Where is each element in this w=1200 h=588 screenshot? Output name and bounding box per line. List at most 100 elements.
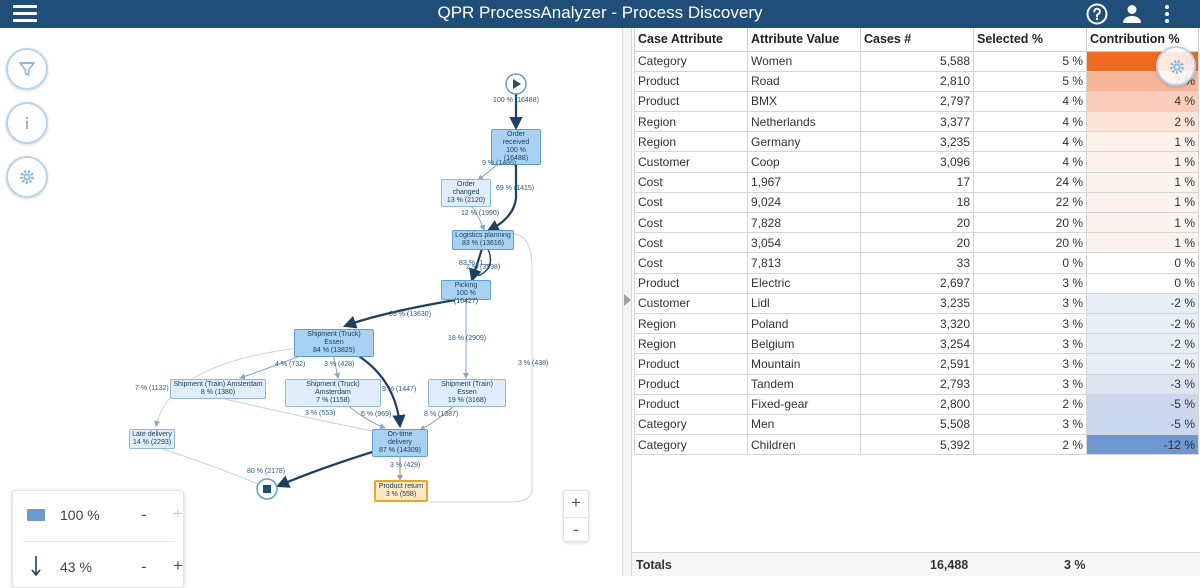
column-header-cases[interactable]: Cases # [860,28,974,52]
cell-attribute-value: Children [747,434,861,456]
cell-attribute-value: Tandem [747,373,861,395]
cell-attribute-value: Poland [747,312,861,335]
edge-label: 8 % (1387) [424,411,459,418]
cell-contribution: -5 % [1086,393,1199,415]
process-map-panel: Order received 100 % (16488) Order chang… [0,28,622,588]
cell-contribution: -2 % [1086,312,1199,335]
cell-selected: 3 % [973,292,1087,314]
totals-cases: 16,488 [930,558,969,572]
activities-decrease-button[interactable]: - [141,505,147,524]
cell-attribute-value: 7,828 [747,211,861,234]
menu-icon[interactable] [13,5,37,23]
zoom-out-button[interactable]: - [564,517,588,543]
cell-contribution: 1 % [1086,171,1199,193]
node-shipment-train-essen[interactable]: Shipment (Train) Essen 19 % (3168) [428,379,506,407]
edge-label: 80 % (2178) [247,468,286,475]
cell-case-attribute: Region [634,111,748,133]
column-header-attribute-value[interactable]: Attribute Value [747,28,861,52]
node-shipment-truck-amsterdam[interactable]: Shipment (Truck) Amsterdam 7 % (1158) [285,379,381,407]
cell-cases: 20 [860,232,974,254]
cell-attribute-value: Men [747,413,861,436]
flows-decrease-button[interactable]: - [141,557,147,576]
app-title: QPR ProcessAnalyzer - Process Discovery [437,3,763,22]
cell-contribution: 1 % [1086,151,1199,173]
cell-selected: 5 % [973,70,1087,92]
edge-label: 3 % (553) [305,410,336,417]
node-order-changed[interactable]: Order changed 13 % (2120) [441,179,491,207]
cell-cases: 2,800 [860,393,974,415]
panel-splitter[interactable] [622,28,632,576]
map-settings-button[interactable] [6,156,48,198]
cell-case-attribute: Category [634,413,748,436]
cell-cases: 5,392 [860,434,974,456]
cell-contribution: -5 % [1086,413,1199,436]
cell-selected: 2 % [973,393,1087,415]
cell-cases: 2,810 [860,70,974,92]
flows-percent: 43 % [60,559,92,575]
column-header-case-attribute[interactable]: Case Attribute [634,28,748,52]
more-vert-icon[interactable] [1155,2,1179,26]
cell-contribution: -2 % [1086,292,1199,314]
cell-cases: 33 [860,252,974,274]
activities-increase-button[interactable]: + [173,504,183,523]
cell-attribute-value: Mountain [747,353,861,375]
node-order-received[interactable]: Order received 100 % (16488) [491,129,541,165]
edge-label: 3 % (428) [324,361,355,368]
cell-case-attribute: Cost [634,232,748,254]
filter-button[interactable] [6,48,48,90]
node-shipment-truck-essen[interactable]: Shipment (Truck) Essen 84 % (13825) [294,329,374,357]
filter-icon [18,62,36,77]
cell-contribution: -2 % [1086,353,1199,375]
edge-label: 9 % (1486) [482,160,517,167]
node-product-return[interactable]: Product return 3 % (558) [374,480,428,502]
cell-contribution: -3 % [1086,373,1199,395]
cell-selected: 4 % [973,131,1087,153]
node-on-time-delivery[interactable]: On-time delivery 87 % (14309) [372,429,428,457]
info-button[interactable] [6,102,48,144]
node-late-delivery[interactable]: Late delivery 14 % (2293) [129,429,175,449]
node-logistics-planning[interactable]: Logistics planning 83 % (13616) [452,230,514,250]
cell-selected: 20 % [973,232,1087,254]
cell-case-attribute: Customer [634,292,748,314]
collapse-arrow-icon[interactable] [624,294,631,306]
cell-attribute-value: Lidl [747,292,861,314]
zoom-in-button[interactable]: + [571,493,581,512]
edge-label: 18 % (2909) [448,335,487,342]
edge-label: 6 % (969) [361,411,392,418]
edge-label: 4 % (732) [275,361,306,368]
cell-selected: 0 % [973,252,1087,274]
cell-contribution: 0 % [1086,272,1199,294]
node-shipment-train-amsterdam[interactable]: Shipment (Train) Amsterdam 8 % (1380) [170,379,266,399]
column-header-selected[interactable]: Selected % [973,28,1087,52]
cell-attribute-value: Coop [747,151,861,173]
user-icon[interactable] [1120,2,1144,26]
flows-increase-button[interactable]: + [173,556,183,575]
table-settings-button[interactable] [1156,46,1196,86]
influence-analysis-panel: Case Attribute Attribute Value Cases # S… [632,28,1200,576]
help-icon[interactable] [1085,2,1109,26]
flows-level-row: 43 % - + [13,547,185,587]
table-header-row: Case Attribute Attribute Value Cases # S… [634,28,1199,52]
column-header-contribution[interactable]: Contribution % [1086,28,1199,52]
node-picking[interactable]: Picking 100 % (16427) [441,280,491,305]
